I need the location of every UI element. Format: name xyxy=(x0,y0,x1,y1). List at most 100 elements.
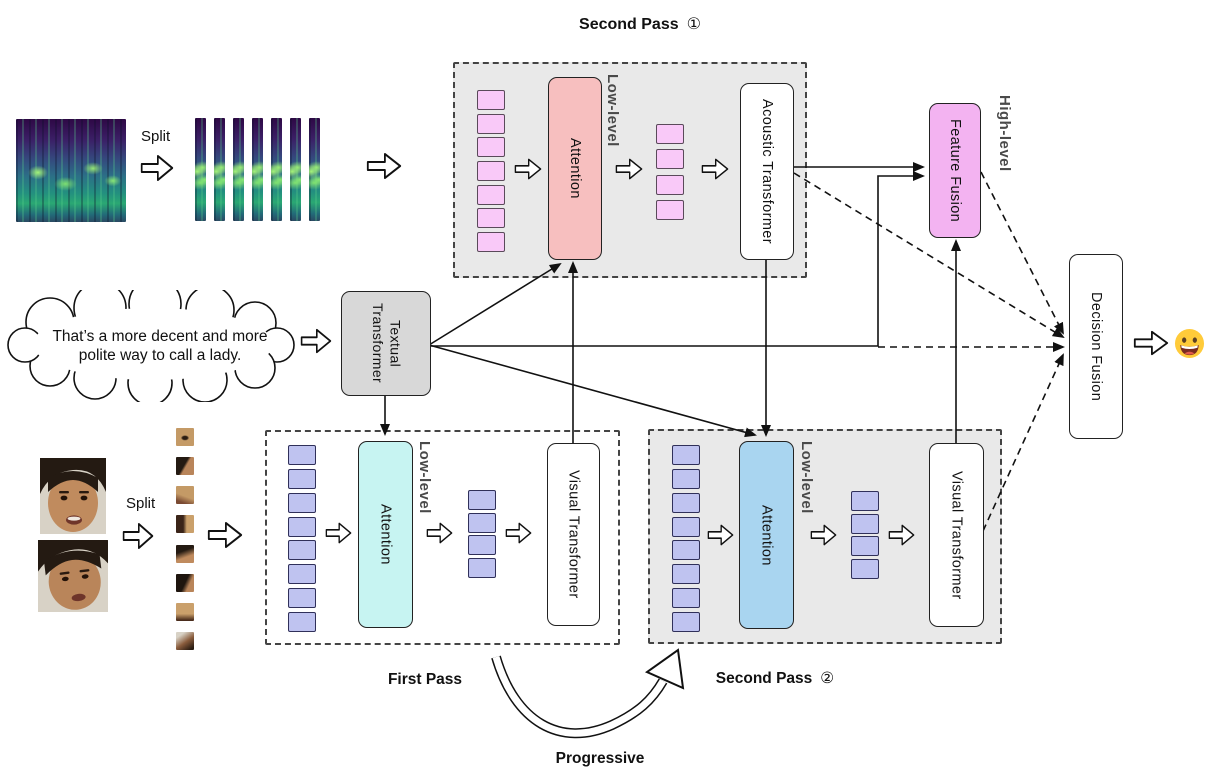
visual-transformer-box-sp2: Visual Transformer xyxy=(929,443,984,627)
acoustic-selected-token-column xyxy=(656,124,684,220)
output-arrow xyxy=(1133,329,1169,357)
text-to-transformer-arrow xyxy=(300,327,332,355)
face-frame-1 xyxy=(40,458,106,534)
feature-token xyxy=(477,160,505,181)
visual-selected-token-column-fp xyxy=(468,490,496,578)
feature-token xyxy=(672,540,700,561)
flow-arrow xyxy=(615,157,643,181)
feature-token xyxy=(288,611,316,632)
low-level-label-sp2: Low-level xyxy=(798,441,815,514)
feature-token xyxy=(468,557,496,578)
utterance-line-1: That’s a more decent and more xyxy=(52,328,268,345)
audio-to-pass-arrow xyxy=(366,151,402,181)
acoustic-attention-label: Attention xyxy=(567,138,584,199)
video-to-pass-arrow xyxy=(207,520,243,550)
visual-attention-box-sp2: Attention xyxy=(739,441,794,629)
video-split-label: Split xyxy=(126,495,156,512)
face-frame-2 xyxy=(29,531,112,612)
visual-token-column-fp xyxy=(288,445,316,632)
feature-token xyxy=(288,540,316,561)
feature-token xyxy=(477,113,505,134)
acoustic-attention-box: Attention xyxy=(548,77,602,260)
visual-selected-token-column-sp2 xyxy=(851,491,879,579)
textual-transformer-label-1: Textual xyxy=(387,319,404,368)
spectrogram-strip xyxy=(214,118,225,221)
visual-attention-label-sp2: Attention xyxy=(758,504,775,566)
decision-fusion-box: Decision Fusion xyxy=(1069,254,1123,439)
face-patch xyxy=(176,573,194,592)
edge-feature-fusion-to-decision-fusion xyxy=(980,171,1064,335)
feature-token xyxy=(288,492,316,513)
feature-token xyxy=(477,208,505,229)
feature-token xyxy=(656,174,684,195)
audio-split-label: Split xyxy=(141,128,171,145)
high-level-label: High-level xyxy=(996,95,1013,172)
feature-token xyxy=(477,137,505,158)
feature-fusion-label: Feature Fusion xyxy=(947,118,964,223)
face-patch xyxy=(176,602,194,621)
visual-attention-box-fp: Attention xyxy=(358,441,413,628)
flow-arrow xyxy=(514,157,542,181)
feature-fusion-box: Feature Fusion xyxy=(929,103,981,238)
grinning-face-emoji xyxy=(1174,328,1205,359)
progressive-label: Progressive xyxy=(555,750,645,767)
spectrogram-strip xyxy=(233,118,244,221)
edge-textual-to-sp2-attention xyxy=(428,344,757,438)
acoustic-token-column xyxy=(477,90,505,252)
face-patch-column xyxy=(176,428,194,650)
feature-token xyxy=(288,564,316,585)
textual-transformer-box: Textual Transformer xyxy=(341,291,431,396)
feature-token xyxy=(477,90,505,110)
circled-two: ② xyxy=(820,670,835,687)
flow-arrow xyxy=(325,521,352,545)
spectrogram-strip xyxy=(290,118,301,221)
feature-token xyxy=(672,445,700,465)
low-level-label-acoustic: Low-level xyxy=(604,74,621,147)
feature-token xyxy=(288,468,316,489)
feature-token xyxy=(672,564,700,585)
feature-token xyxy=(851,513,879,534)
acoustic-transformer-label: Acoustic Transformer xyxy=(759,99,776,244)
circled-one: ① xyxy=(686,16,701,33)
second-pass-1-title: Second Pass ① xyxy=(540,14,740,34)
textual-transformer-label-2: Transformer xyxy=(370,303,386,384)
flow-arrow xyxy=(810,523,837,547)
flow-arrow xyxy=(707,523,734,547)
spectrogram-strip xyxy=(271,118,282,221)
feature-token xyxy=(477,231,505,252)
utterance-text: That’s a more decent and more polite way… xyxy=(30,328,290,366)
face-patch xyxy=(176,457,194,476)
visual-transformer-label-sp2: Visual Transformer xyxy=(948,470,965,600)
feature-token xyxy=(672,516,700,537)
decision-fusion-label: Decision Fusion xyxy=(1088,291,1105,402)
feature-token xyxy=(477,184,505,205)
feature-token xyxy=(656,149,684,170)
visual-attention-label-fp: Attention xyxy=(377,504,394,565)
acoustic-transformer-box: Acoustic Transformer xyxy=(740,83,794,260)
feature-token xyxy=(851,491,879,511)
feature-token xyxy=(288,516,316,537)
video-split-arrow xyxy=(122,521,154,551)
utterance-line-2: polite way to call a lady. xyxy=(78,346,242,364)
second-pass-1-title-text: Second Pass xyxy=(579,16,679,33)
progressive-curve-outer xyxy=(491,655,668,739)
feature-token xyxy=(672,468,700,489)
visual-transformer-label-fp: Visual Transformer xyxy=(565,470,582,599)
feature-token xyxy=(288,588,316,609)
feature-token xyxy=(656,124,684,144)
feature-token xyxy=(672,588,700,609)
face-patch xyxy=(176,631,194,650)
spectrogram-strip xyxy=(252,118,263,221)
progressive-arrowhead xyxy=(644,648,685,690)
flow-arrow xyxy=(505,521,532,545)
low-level-label-fp: Low-level xyxy=(416,441,433,514)
face-patch xyxy=(176,544,194,563)
spectrogram-strip xyxy=(195,118,206,221)
first-pass-title: First Pass xyxy=(387,671,463,688)
feature-token xyxy=(468,490,496,510)
feature-token xyxy=(672,492,700,513)
spectrogram-image xyxy=(16,119,126,222)
progressive-curve-inner xyxy=(492,656,667,737)
